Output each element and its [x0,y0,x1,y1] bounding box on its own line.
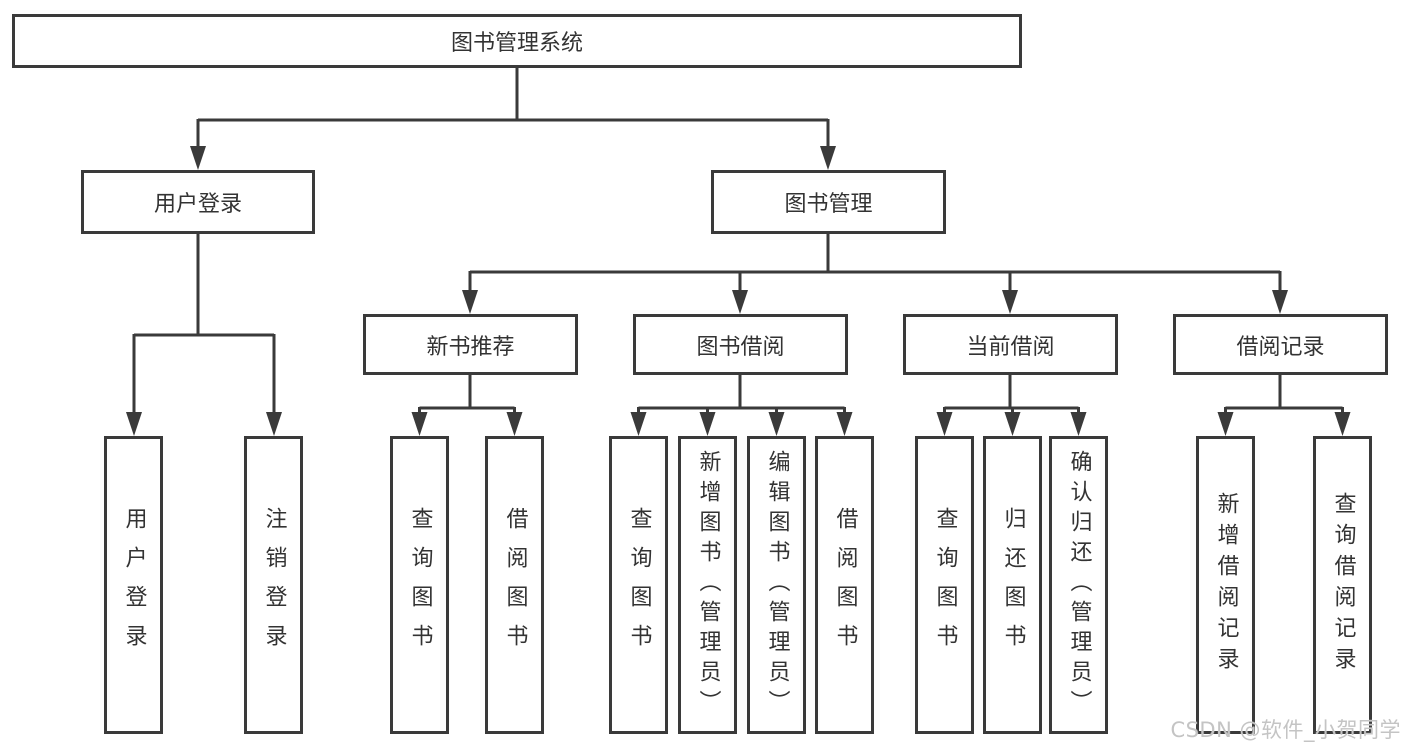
leaf-query-borrow-record: 查询借阅记录 [1313,436,1372,734]
node-label: 新增图书（管理员） [695,450,721,720]
node-label: 编辑图书（管理员） [764,450,790,720]
leaf-add-borrow-record: 新增借阅记录 [1196,436,1255,734]
node-label: 确认归还（管理员） [1066,450,1092,720]
node-system-root: 图书管理系统 [12,14,1022,68]
leaf-edit-book-admin: 编辑图书（管理员） [747,436,806,734]
leaf-confirm-return-admin: 确认归还（管理员） [1049,436,1108,734]
node-label: 查询图书 [932,507,958,663]
connector-lines [132,68,1344,414]
node-current-borrow: 当前借阅 [903,314,1118,375]
node-label: 归还图书 [1000,507,1026,663]
node-borrow-records: 借阅记录 [1173,314,1388,375]
leaf-add-book-admin: 新增图书（管理员） [678,436,737,734]
node-label: 查询借阅记录 [1330,492,1356,678]
leaf-user-login: 用户登录 [104,436,163,734]
node-label: 借阅记录 [1236,334,1325,360]
node-user-login: 用户登录 [81,170,315,234]
node-label: 借阅图书 [832,507,858,663]
node-label: 当前借阅 [966,334,1055,360]
node-label: 图书管理系统 [450,31,583,56]
node-book-management: 图书管理 [711,170,946,234]
node-label: 用户登录 [121,507,147,663]
leaf-query-books-2: 查询图书 [609,436,668,734]
node-label: 查询图书 [407,507,433,663]
leaf-borrow-books-1: 借阅图书 [485,436,544,734]
leaf-borrow-books-2: 借阅图书 [815,436,874,734]
node-label: 图书管理 [784,192,873,217]
node-label: 图书借阅 [696,334,785,360]
node-label: 用户登录 [153,192,242,217]
node-label: 新书推荐 [426,334,515,360]
leaf-return-book: 归还图书 [983,436,1042,734]
leaf-query-books-1: 查询图书 [390,436,449,734]
node-book-borrow: 图书借阅 [633,314,848,375]
node-new-book-recommend: 新书推荐 [363,314,578,375]
node-label: 查询图书 [626,507,652,663]
arrowhead-icons [126,146,1351,436]
leaf-query-books-3: 查询图书 [915,436,974,734]
node-label: 新增借阅记录 [1213,492,1239,678]
csdn-watermark: CSDN @软件_小贺同学 [1170,718,1401,742]
node-label: 借阅图书 [502,507,528,663]
node-label: 注销登录 [261,507,287,663]
leaf-logout: 注销登录 [244,436,303,734]
